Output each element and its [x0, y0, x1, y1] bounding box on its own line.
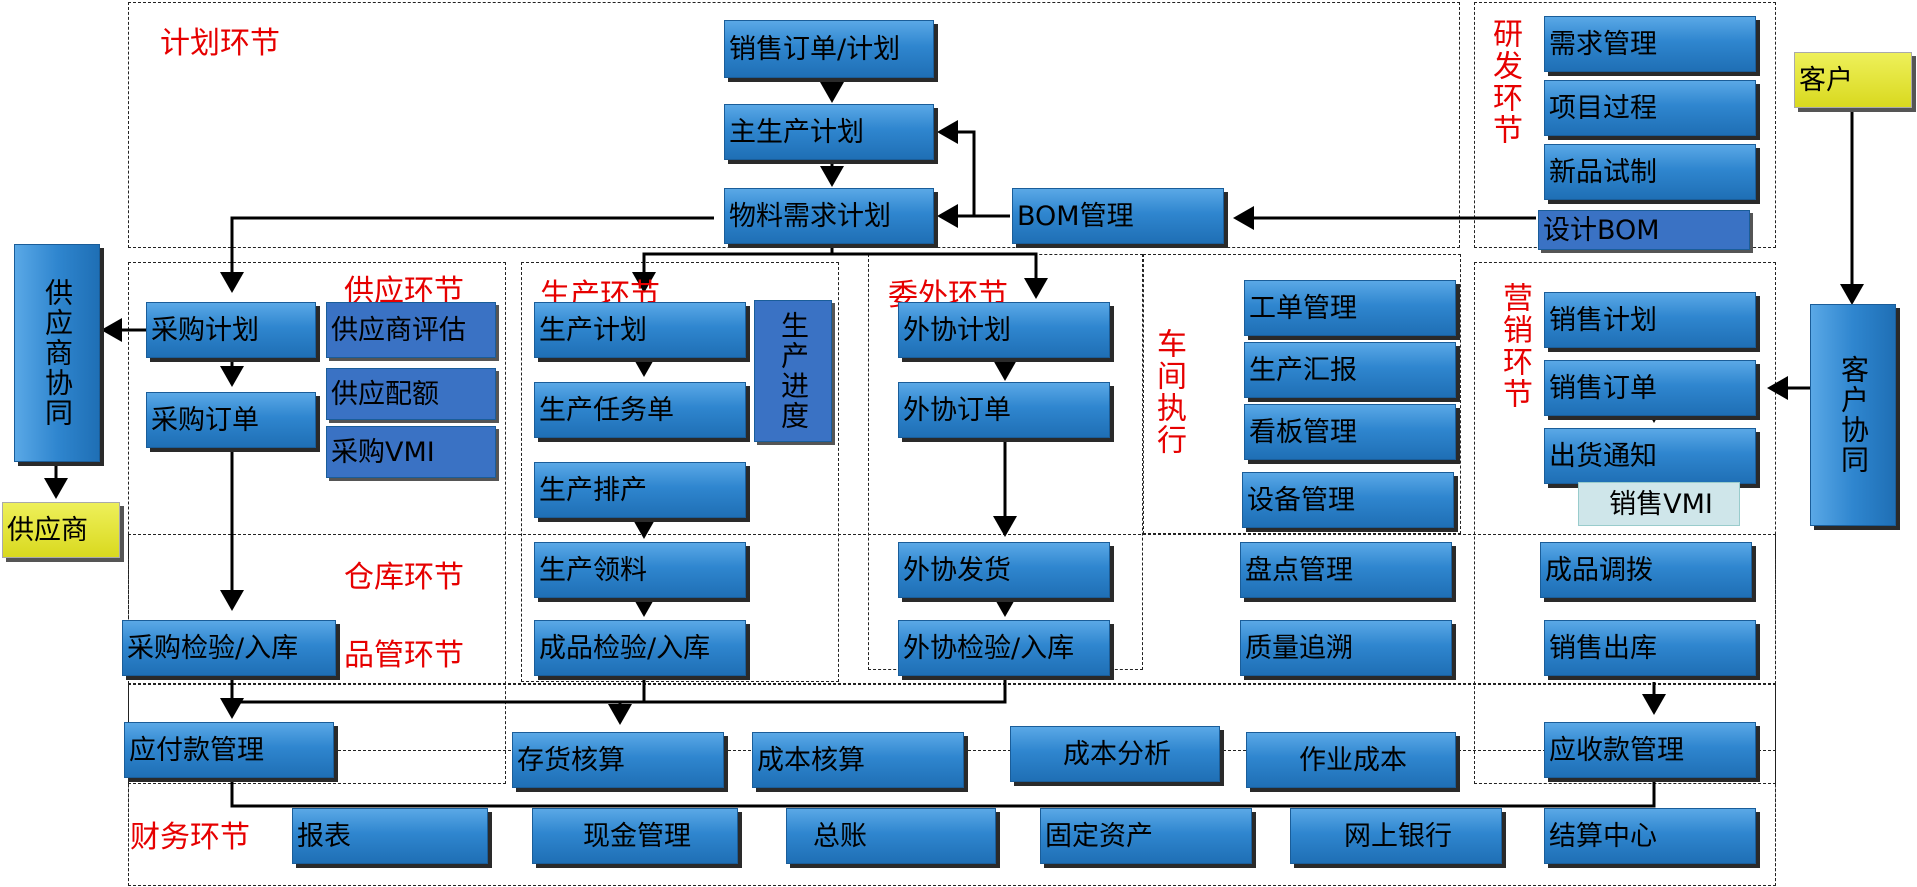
section-warehouse-label: 仓库环节	[344, 560, 464, 595]
zone-supply	[128, 262, 506, 784]
outsource-order-box[interactable]: 外协订单	[898, 382, 1110, 438]
section-plan-label: 计划环节	[160, 26, 280, 61]
inventory-accounting-box[interactable]: 存货核算	[512, 732, 724, 788]
new-product-trial-box[interactable]: 新品试制	[1544, 144, 1756, 200]
mrp-box[interactable]: 物料需求计划	[724, 188, 934, 244]
customer-collab-box[interactable]: 客户协同	[1810, 304, 1896, 526]
supplier-box[interactable]: 供应商	[2, 502, 120, 558]
section-finance-label: 财务环节	[130, 820, 250, 855]
stocktake-box[interactable]: 盘点管理	[1240, 542, 1452, 598]
production-picking-box[interactable]: 生产领料	[534, 542, 746, 598]
payable-box[interactable]: 应付款管理	[124, 722, 334, 778]
sales-plan-box[interactable]: 销售计划	[1544, 292, 1756, 348]
supplier-collab-box[interactable]: 供应商协同	[14, 244, 100, 462]
customer-box[interactable]: 客户	[1794, 52, 1912, 108]
project-process-box[interactable]: 项目过程	[1544, 80, 1756, 136]
outsource-plan-box[interactable]: 外协计划	[898, 302, 1110, 358]
cost-analysis-box[interactable]: 成本分析	[1010, 726, 1220, 782]
kanban-box[interactable]: 看板管理	[1244, 404, 1456, 460]
general-ledger-box[interactable]: 总账	[786, 808, 996, 864]
ship-notice-box[interactable]: 出货通知	[1544, 428, 1756, 484]
sales-order-box[interactable]: 销售订单	[1544, 360, 1756, 416]
production-plan-box[interactable]: 生产计划	[534, 302, 746, 358]
supplier-eval-box[interactable]: 供应商评估	[326, 302, 496, 358]
fixed-assets-box[interactable]: 固定资产	[1040, 808, 1252, 864]
receivable-box[interactable]: 应收款管理	[1544, 722, 1756, 778]
product-transfer-box[interactable]: 成品调拨	[1540, 542, 1752, 598]
bom-management-box[interactable]: BOM管理	[1012, 188, 1224, 244]
sales-out-box[interactable]: 销售出库	[1544, 620, 1756, 676]
production-schedule-box[interactable]: 生产排产	[534, 462, 746, 518]
equipment-box[interactable]: 设备管理	[1242, 472, 1454, 528]
production-progress-box[interactable]: 生产进度	[754, 300, 832, 442]
supply-quota-box[interactable]: 供应配额	[326, 368, 496, 420]
purchase-plan-box[interactable]: 采购计划	[146, 302, 316, 358]
sales-order-plan-box[interactable]: 销售订单/计划	[724, 20, 934, 78]
production-task-box[interactable]: 生产任务单	[534, 382, 746, 438]
outsource-ship-box[interactable]: 外协发货	[898, 542, 1110, 598]
section-workshop-label: 车间执行	[1151, 328, 1186, 456]
cost-accounting-box[interactable]: 成本核算	[752, 732, 964, 788]
work-order-box[interactable]: 工单管理	[1244, 280, 1456, 336]
settlement-center-box[interactable]: 结算中心	[1544, 808, 1756, 864]
quality-trace-box[interactable]: 质量追溯	[1240, 620, 1452, 676]
section-quality-label: 品管环节	[344, 638, 464, 673]
zone-plan	[128, 2, 1460, 248]
master-production-plan-box[interactable]: 主生产计划	[724, 104, 934, 160]
section-marketing-label: 营销环节	[1497, 282, 1532, 410]
purchase-vmi-box[interactable]: 采购VMI	[326, 426, 496, 478]
purchase-inspect-box[interactable]: 采购检验/入库	[122, 620, 336, 676]
zone-marketing	[1474, 262, 1776, 784]
design-bom-box[interactable]: 设计BOM	[1538, 210, 1750, 250]
cash-management-box[interactable]: 现金管理	[532, 808, 738, 864]
production-report-box[interactable]: 生产汇报	[1244, 342, 1456, 398]
zone-workshop	[1143, 254, 1461, 534]
outsource-inspect-box[interactable]: 外协检验/入库	[898, 620, 1110, 676]
zone-production	[521, 262, 839, 682]
purchase-order-box[interactable]: 采购订单	[146, 392, 316, 448]
section-rd-label: 研发环节	[1487, 18, 1522, 146]
zone-warehouse	[128, 534, 1776, 684]
product-inspect-box[interactable]: 成品检验/入库	[534, 620, 746, 676]
online-bank-box[interactable]: 网上银行	[1290, 808, 1502, 864]
requirements-box[interactable]: 需求管理	[1544, 16, 1756, 72]
reports-box[interactable]: 报表	[292, 808, 488, 864]
activity-cost-box[interactable]: 作业成本	[1246, 732, 1456, 788]
sales-vmi-box[interactable]: 销售VMI	[1578, 482, 1740, 526]
